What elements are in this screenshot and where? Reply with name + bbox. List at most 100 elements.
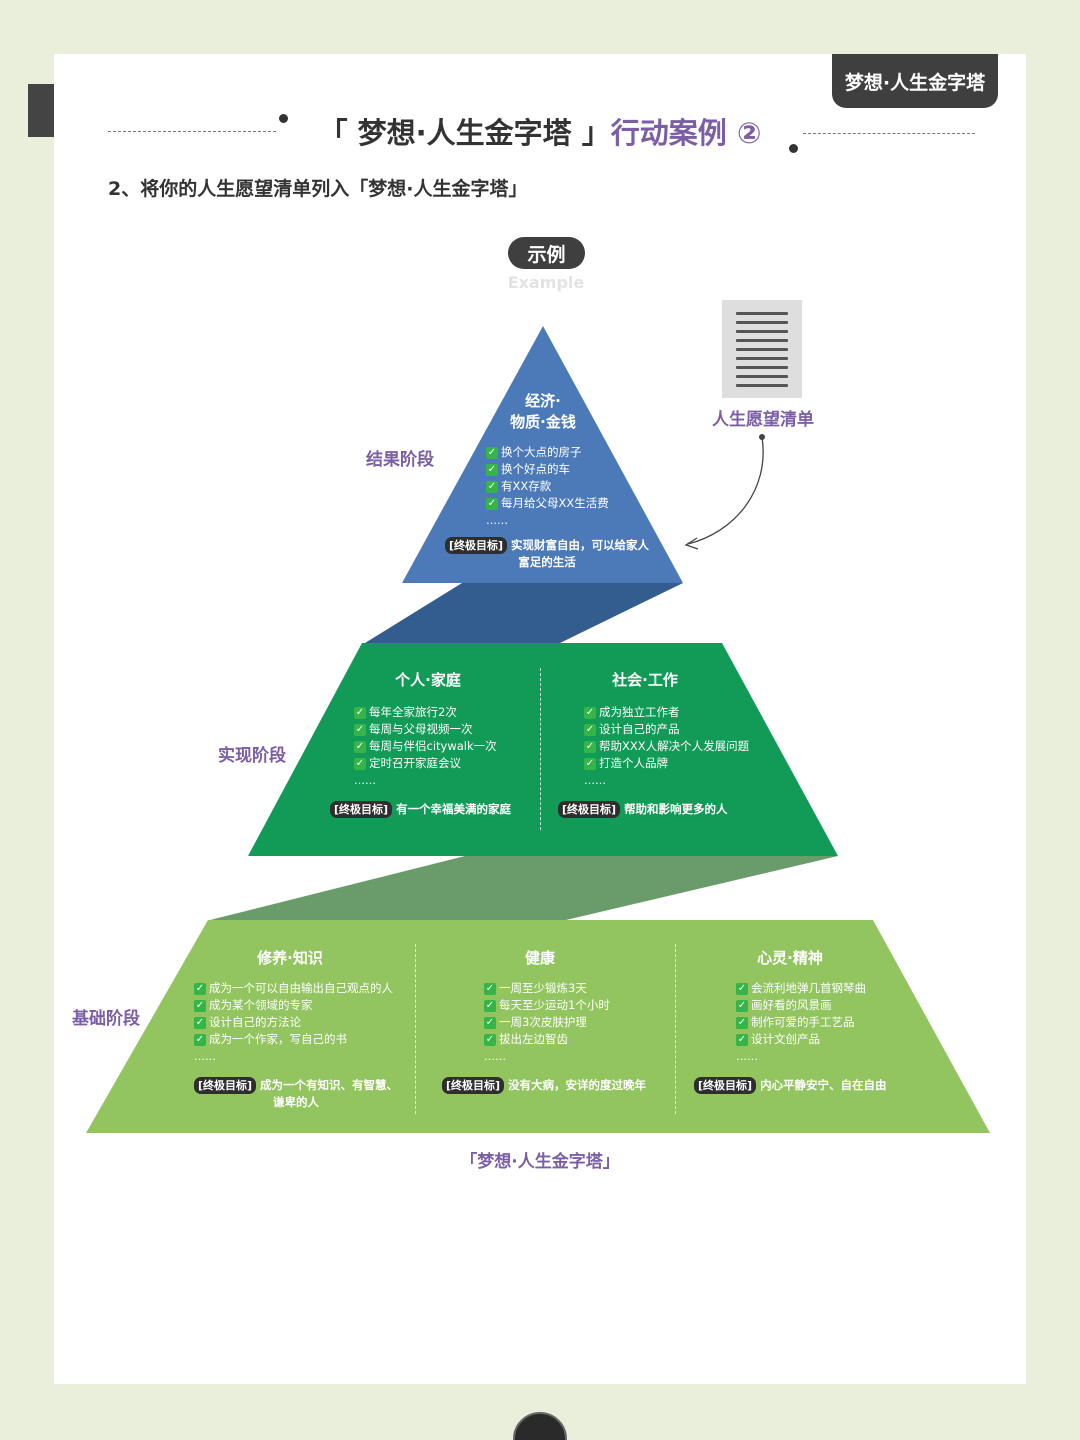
item-text: 打造个人品牌	[599, 756, 668, 770]
stage-realize: 实现阶段	[218, 746, 286, 766]
check-icon: ✓	[354, 757, 366, 770]
item-text: 设计自己的产品	[599, 722, 680, 736]
check-icon: ✓	[584, 723, 596, 736]
example-subtitle: Example	[507, 273, 585, 292]
bottom-col1-items: ✓成为一个可以自由输出自己观点的人 ✓成为某个领域的专家 ✓设计自己的方法论 ✓…	[194, 980, 393, 1065]
list-item: ✓每周与父母视频一次	[354, 721, 497, 738]
ellipsis: ……	[486, 514, 508, 527]
ellipsis: ……	[354, 774, 376, 787]
top-title-line1: 经济·	[525, 392, 561, 410]
list-item: ✓成为一个可以自由输出自己观点的人	[194, 980, 393, 997]
item-text: 成为某个领域的专家	[209, 998, 313, 1012]
list-item: ✓成为一个作家，写自己的书	[194, 1031, 393, 1048]
title-line-left	[108, 131, 276, 132]
list-item: ✓拔出左边智齿	[484, 1031, 610, 1048]
list-item: ✓画好看的风景画	[736, 997, 866, 1014]
title-part1: 「 梦想·人生金字塔 」	[318, 116, 611, 150]
check-icon: ✓	[354, 706, 366, 719]
middle-left-items: ✓每年全家旅行2次 ✓每周与父母视频一次 ✓每周与伴侣citywalk一次 ✓定…	[354, 704, 497, 789]
list-item: ✓会流利地弹几首钢琴曲	[736, 980, 866, 997]
arrow-curve	[687, 436, 764, 545]
item-text: 会流利地弹几首钢琴曲	[751, 981, 866, 995]
arrow-start-dot	[759, 434, 765, 440]
top-goal-line2: 富足的生活	[518, 555, 576, 569]
bottom-col3-goal-text: 内心平静安宁、自在自由	[760, 1078, 887, 1092]
top-tier-title: 经济· 物质·金钱	[483, 391, 603, 433]
middle-right-goal-text: 帮助和影响更多的人	[624, 802, 728, 816]
subtitle: 2、将你的人生愿望清单列入「梦想·人生金字塔」	[108, 178, 528, 200]
item-text: 设计文创产品	[751, 1032, 820, 1046]
list-item: ✓设计文创产品	[736, 1031, 866, 1048]
item-text: 换个好点的车	[501, 462, 570, 476]
list-item: ✓每年全家旅行2次	[354, 704, 497, 721]
list-item: ✓成为独立工作者	[584, 704, 749, 721]
list-item: ✓定时召开家庭会议	[354, 755, 497, 772]
top-goal-line1: 实现财富自由，可以给家人	[511, 538, 650, 552]
ellipsis: ……	[484, 1050, 506, 1063]
item-text: 成为独立工作者	[599, 705, 680, 719]
middle-left-goal: [终极目标]有一个幸福美满的家庭	[330, 801, 511, 818]
list-item: ✓每月给父母XX生活费	[486, 495, 609, 512]
ellipsis: ……	[736, 1050, 758, 1063]
bottom-divider-1	[415, 944, 416, 1114]
check-icon: ✓	[486, 463, 498, 476]
item-text: 成为一个可以自由输出自己观点的人	[209, 981, 393, 995]
title-part2: 行动案例 ②	[610, 116, 762, 150]
middle-right-items: ✓成为独立工作者 ✓设计自己的产品 ✓帮助XXX人解决个人发展问题 ✓打造个人品…	[584, 704, 749, 789]
tier-top-shape	[402, 326, 683, 583]
item-text: 拔出左边智齿	[499, 1032, 568, 1046]
check-icon: ✓	[354, 740, 366, 753]
item-text: 一周3次皮肤护理	[499, 1015, 587, 1029]
item-text: 每周与父母视频一次	[369, 722, 473, 736]
bottom-col3-goal: [终极目标]内心平静安宁、自在自由	[694, 1077, 887, 1094]
list-item: ✓一周3次皮肤护理	[484, 1014, 610, 1031]
list-item: ✓制作可爱的手工艺品	[736, 1014, 866, 1031]
check-icon: ✓	[194, 999, 206, 1012]
top-items-list: ✓换个大点的房子 ✓换个好点的车 ✓有XX存款 ✓每月给父母XX生活费 ……	[486, 444, 609, 529]
list-item: ✓每天至少运动1个小时	[484, 997, 610, 1014]
middle-right-title: 社会·工作	[612, 671, 678, 689]
check-icon: ✓	[484, 982, 496, 995]
check-icon: ✓	[736, 982, 748, 995]
list-item: ✓打造个人品牌	[584, 755, 749, 772]
check-icon: ✓	[484, 1033, 496, 1046]
item-text: 每月给父母XX生活费	[501, 496, 609, 510]
item-text: 有XX存款	[501, 479, 552, 493]
bottom-col3-title: 心灵·精神	[757, 949, 823, 967]
bottom-col3-items: ✓会流利地弹几首钢琴曲 ✓画好看的风景画 ✓制作可爱的手工艺品 ✓设计文创产品 …	[736, 980, 866, 1065]
middle-right-goal: [终极目标]帮助和影响更多的人	[558, 801, 728, 818]
goal-tag: [终极目标]	[442, 1077, 505, 1094]
list-item: ✓帮助XXX人解决个人发展问题	[584, 738, 749, 755]
top-title-line2: 物质·金钱	[510, 413, 576, 431]
item-text: 制作可爱的手工艺品	[751, 1015, 855, 1029]
top-goal: [终极目标]实现财富自由，可以给家人 富足的生活	[432, 537, 662, 571]
item-text: 一周至少锻炼3天	[499, 981, 587, 995]
list-item: ✓换个好点的车	[486, 461, 609, 478]
goal-tag: [终极目标]	[193, 1077, 257, 1094]
example-pill: 示例	[508, 237, 585, 269]
bottom-col2-items: ✓一周至少锻炼3天 ✓每天至少运动1个小时 ✓一周3次皮肤护理 ✓拔出左边智齿 …	[484, 980, 610, 1065]
check-icon: ✓	[194, 1016, 206, 1029]
title-dot-right	[789, 144, 798, 153]
check-icon: ✓	[484, 1016, 496, 1029]
check-icon: ✓	[486, 480, 498, 493]
check-icon: ✓	[584, 706, 596, 719]
title-line-right	[803, 133, 975, 134]
list-item: ✓有XX存款	[486, 478, 609, 495]
bottom-col1-goal-line1: 成为一个有知识、有智慧、	[260, 1078, 399, 1092]
check-icon: ✓	[194, 1033, 206, 1046]
corner-badge: 梦想·人生金字塔	[832, 54, 998, 108]
item-text: 换个大点的房子	[501, 445, 582, 459]
item-text: 每年全家旅行2次	[369, 705, 457, 719]
ellipsis: ……	[194, 1050, 216, 1063]
wishlist-label: 人生愿望清单	[712, 410, 814, 430]
list-item: ✓一周至少锻炼3天	[484, 980, 610, 997]
check-icon: ✓	[486, 497, 498, 510]
goal-tag: [终极目标]	[330, 801, 393, 818]
item-text: 设计自己的方法论	[209, 1015, 301, 1029]
page-title: 「 梦想·人生金字塔 」行动案例 ②	[0, 110, 1080, 152]
list-item: ✓成为某个领域的专家	[194, 997, 393, 1014]
middle-left-goal-text: 有一个幸福美满的家庭	[396, 802, 512, 816]
goal-tag: [终极目标]	[694, 1077, 757, 1094]
